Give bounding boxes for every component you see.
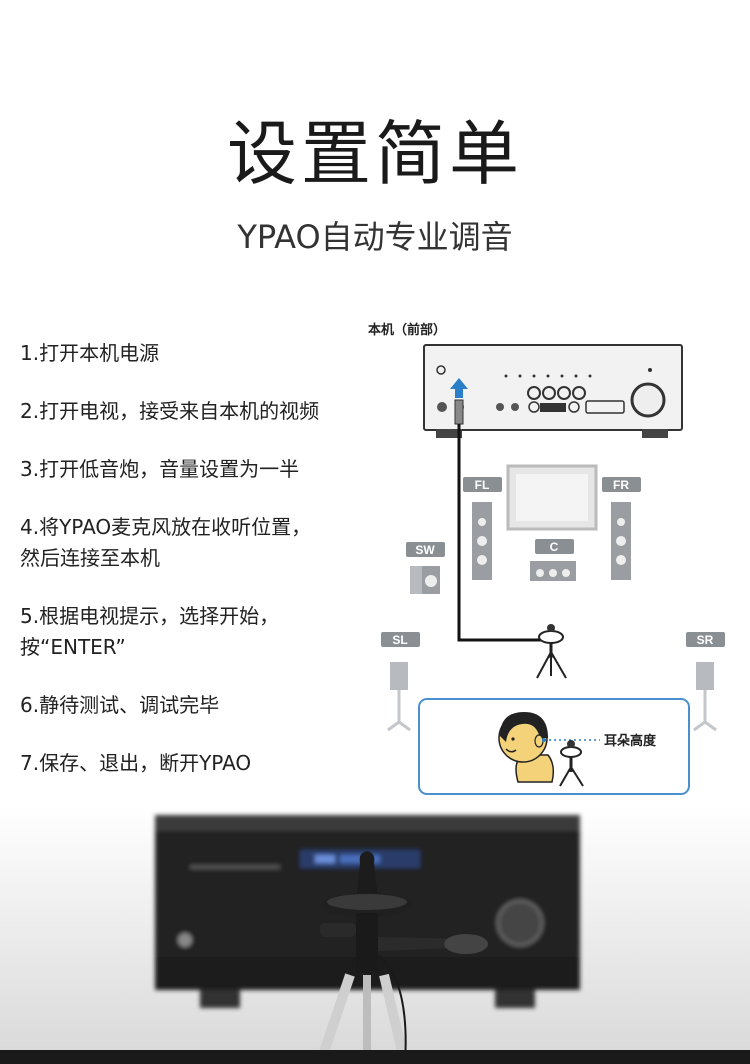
svg-text:SL: SL [392,633,407,647]
listener-face-icon [498,712,555,783]
svg-text:FL: FL [475,478,490,492]
mic-cable [454,399,548,642]
step-5: 5.根据电视提示，选择开始， 按“ENTER” [20,601,380,663]
svg-text:C: C [550,540,559,554]
speaker-fr: FR [602,477,641,580]
arrow-up-icon [450,378,468,398]
step-7: 7.保存、退出，断开YPAO [20,748,380,779]
step-1-line-1: 1.打开本机电源 [20,341,160,365]
speaker-sw: SW [406,542,445,594]
step-4: 4.将YPAO麦克风放在收听位置， 然后连接至本机 [20,512,380,574]
photo-tripod-mic [315,851,488,1064]
step-2: 2.打开电视，接受来自本机的视频 [20,396,380,427]
step-4-line-2: 然后连接至本机 [20,546,160,570]
ear-height-callout: 耳朵高度 [418,698,690,795]
tv-icon [506,464,598,531]
step-1: 1.打开本机电源 [20,338,380,369]
step-5-line-1: 5.根据电视提示，选择开始， [20,604,280,628]
speaker-fl: FL [463,477,502,580]
page-subtitle: YPAO自动专业调音 [237,218,513,256]
mic-small-icon [559,740,584,787]
setup-steps: 1.打开本机电源 2.打开电视，接受来自本机的视频 3.打开低音炮，音量设置为一… [20,338,380,806]
speaker-sr: SR [686,632,725,732]
step-2-line-1: 2.打开电视，接受来自本机的视频 [20,399,320,423]
page-title: 设置简单 [227,113,523,195]
unit-front-label: 本机（前部） [368,322,446,337]
svg-text:SW: SW [415,543,435,557]
step-6-line-1: 6.静待测试、调试完毕 [20,693,220,717]
svg-text:FR: FR [613,478,629,492]
receiver-photo [0,805,750,1064]
speaker-sl: SL [381,632,420,732]
receiver-front-icon [423,344,683,438]
step-3: 3.打开低音炮，音量设置为一半 [20,454,380,485]
step-6: 6.静待测试、调试完毕 [20,690,380,721]
step-5-line-2: 按“ENTER” [20,635,126,659]
mic-tripod-icon [536,624,567,679]
speaker-c: C [530,539,576,581]
bottom-bar [0,1050,750,1064]
step-7-line-1: 7.保存、退出，断开YPAO [20,751,252,775]
step-4-line-1: 4.将YPAO麦克风放在收听位置， [20,515,312,539]
svg-text:SR: SR [697,633,714,647]
step-3-line-1: 3.打开低音炮，音量设置为一半 [20,457,300,481]
ear-height-label: 耳朵高度 [604,733,657,748]
